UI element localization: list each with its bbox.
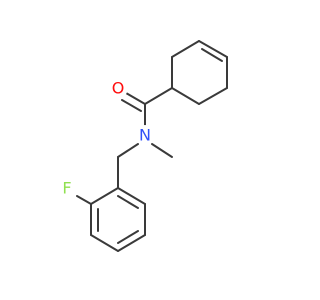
amide-group xyxy=(117,87,173,158)
bond-carbonyl-double-a xyxy=(125,92,146,105)
bond-aryl-c6-c1 xyxy=(117,187,146,205)
bond-ring-to-carbonyl xyxy=(144,87,173,105)
cyclohexene-ring xyxy=(171,40,228,105)
bond-nitrogen-to-ch2 xyxy=(117,143,139,158)
molecule-structure-diagram: O N F xyxy=(60,40,228,252)
nitrogen-label-background xyxy=(135,125,155,145)
bond-carbonyl-double-b xyxy=(121,99,142,112)
oxygen-atom-label: O xyxy=(112,79,125,98)
oxygen-label-background xyxy=(108,78,128,98)
bond-ring-c5-c6 xyxy=(198,87,228,105)
bond-aryl-c3-c4 xyxy=(90,234,119,252)
bond-ring-c6-c1 xyxy=(171,87,200,105)
fluorine-atom-label: F xyxy=(62,179,71,198)
bond-nitrogen-to-methyl xyxy=(151,143,173,158)
bond-aryl-c1-c2 xyxy=(90,187,119,205)
bond-ring-c2-c3 xyxy=(171,40,200,58)
bond-aryl-c4-c5-inner xyxy=(117,230,139,244)
bond-aryl-c4-c5 xyxy=(117,234,146,252)
nitrogen-atom-label: N xyxy=(139,126,151,145)
atom-labels: O N F xyxy=(60,78,155,198)
bond-ring-c3-c4-double-outer xyxy=(198,40,228,58)
bond-aryl-c6-c1-inner xyxy=(117,195,139,209)
bond-ring-c3-c4-double-inner xyxy=(201,48,223,62)
fluorophenyl-ring xyxy=(76,156,146,252)
fluorine-label-background xyxy=(60,179,78,197)
bond-aryl-to-fluorine xyxy=(76,195,92,205)
